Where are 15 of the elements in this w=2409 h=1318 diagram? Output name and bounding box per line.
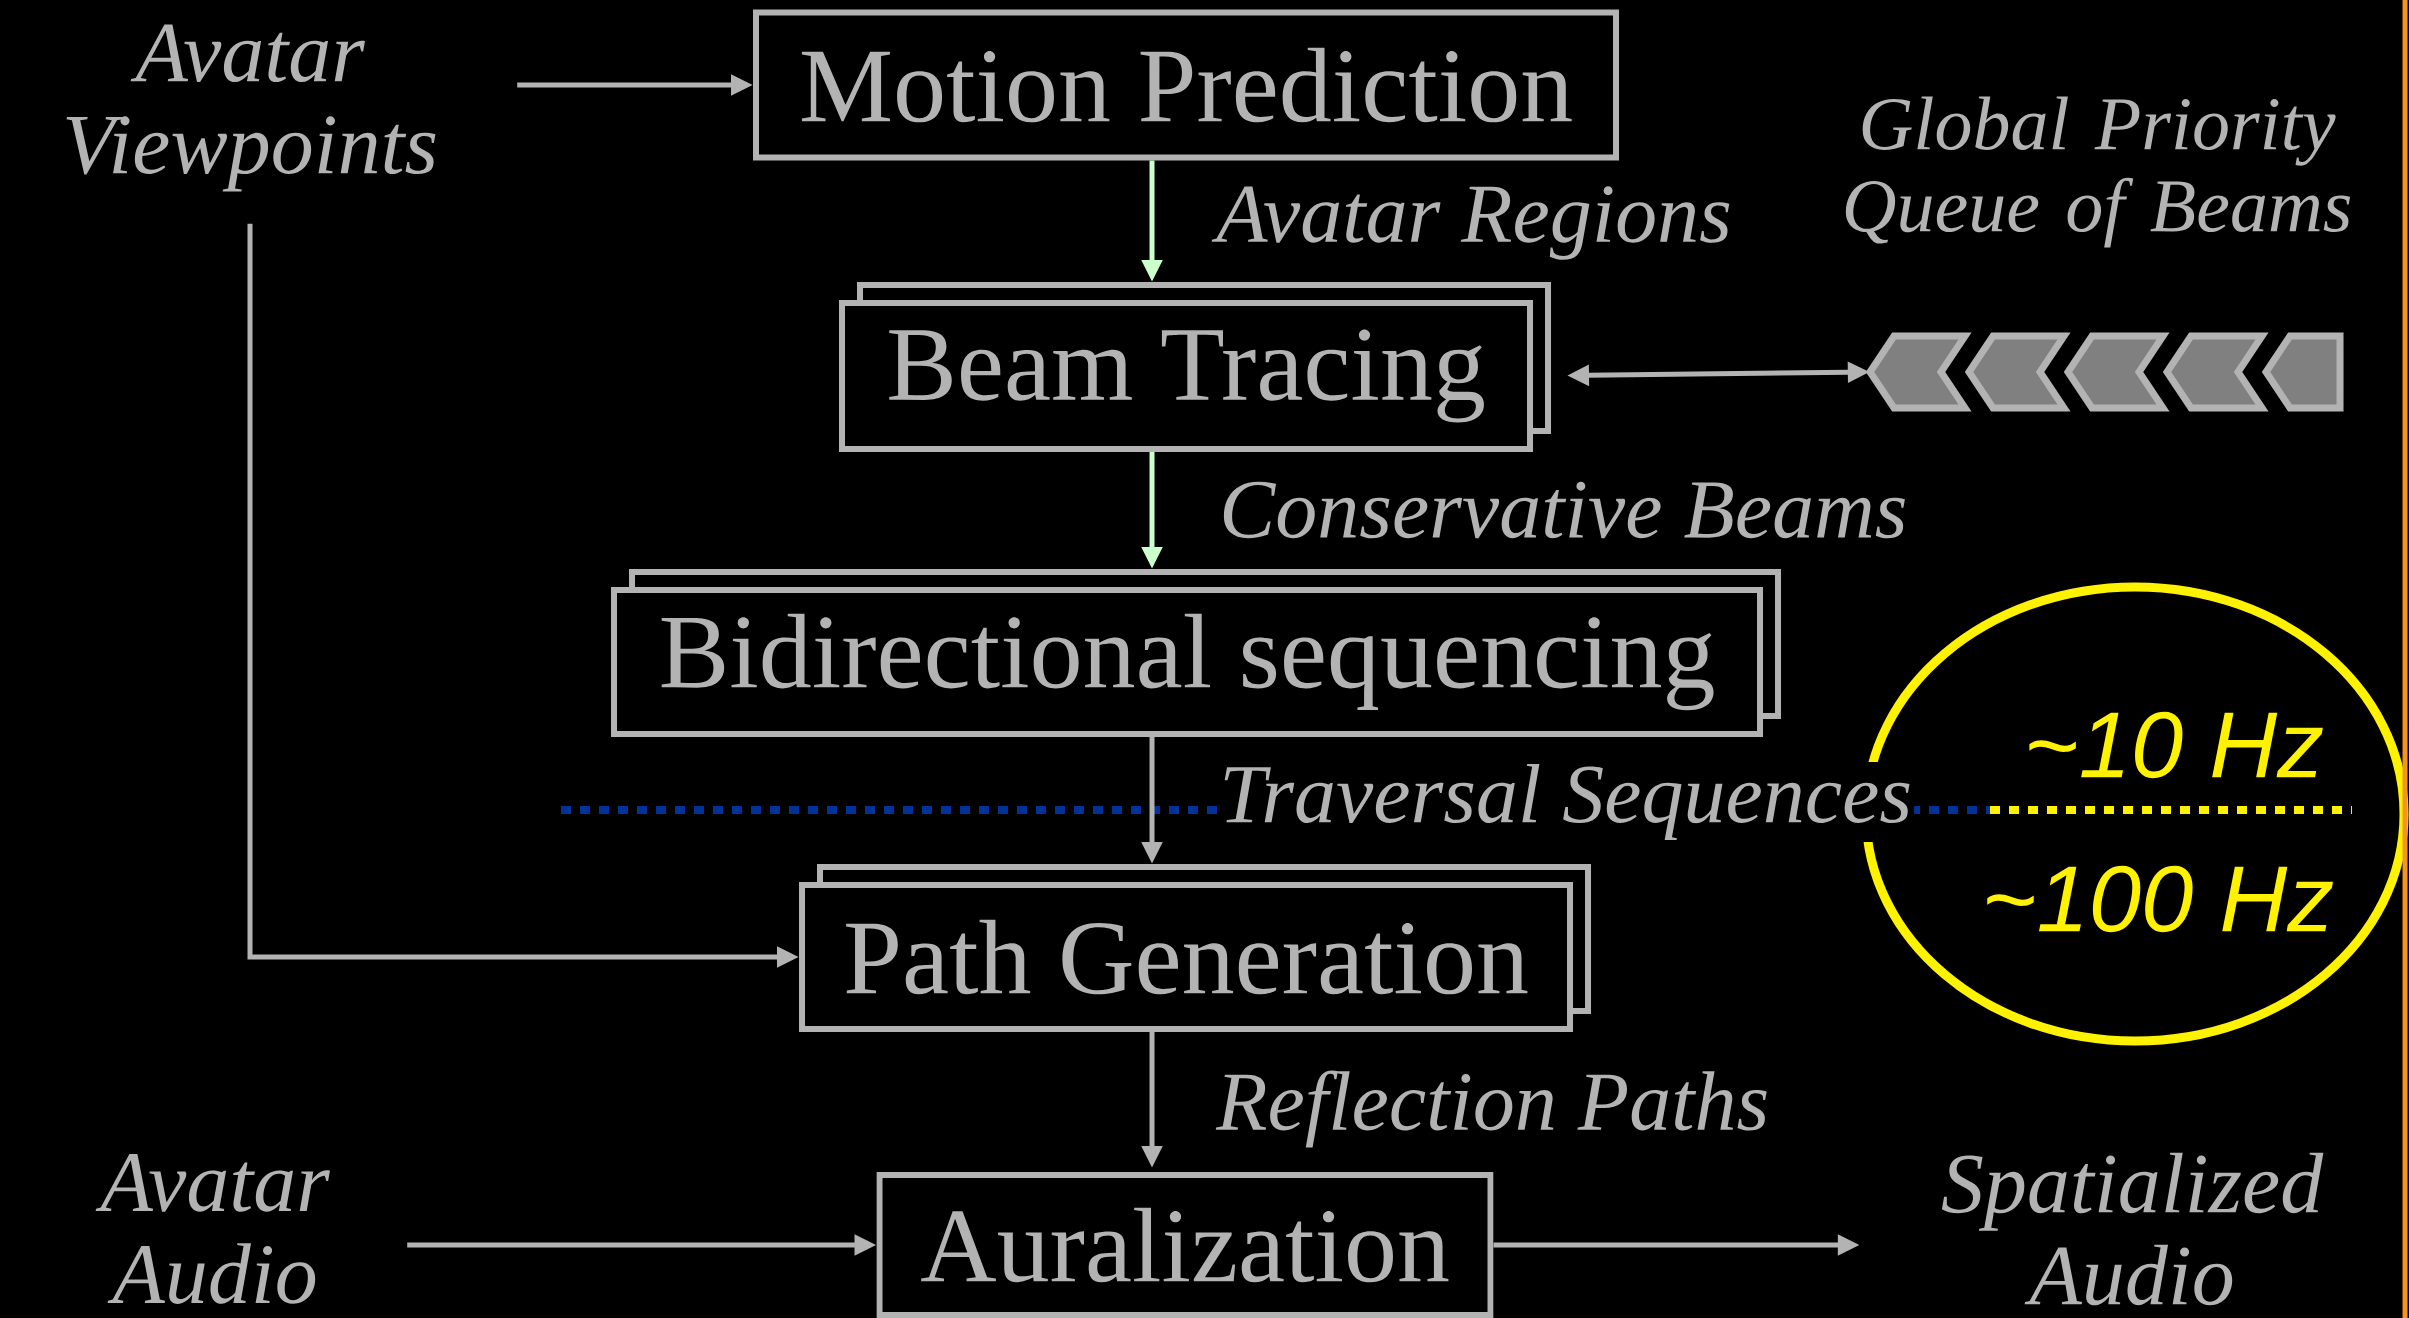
rate-label: ~10 Hz xyxy=(2029,711,2323,779)
edge-label: Avatar Regions xyxy=(1211,184,1734,262)
process-box: Auralization xyxy=(876,1172,1494,1318)
process-box: Motion Prediction xyxy=(753,9,1619,161)
stacked-process-box: Beam Tracing xyxy=(839,282,1551,452)
queue-heading: Global Priority Queue of Beams xyxy=(1845,96,2351,248)
stacked-process-box: Bidirectional sequencing xyxy=(611,569,1781,737)
stacked-process-box: Path Generation xyxy=(799,864,1591,1032)
edge-label: Reflection Paths xyxy=(1214,1068,1772,1150)
io-label: Avatar Viewpoints xyxy=(66,24,436,192)
edge-label: Traversal Sequences xyxy=(1217,761,1915,843)
edge-label: Conservative Beams xyxy=(1217,479,1910,541)
io-label: Spatialized Audio xyxy=(1941,1152,2324,1306)
rate-label: ~100 Hz xyxy=(1987,865,2333,933)
io-label: Avatar Audio xyxy=(95,1154,330,1304)
